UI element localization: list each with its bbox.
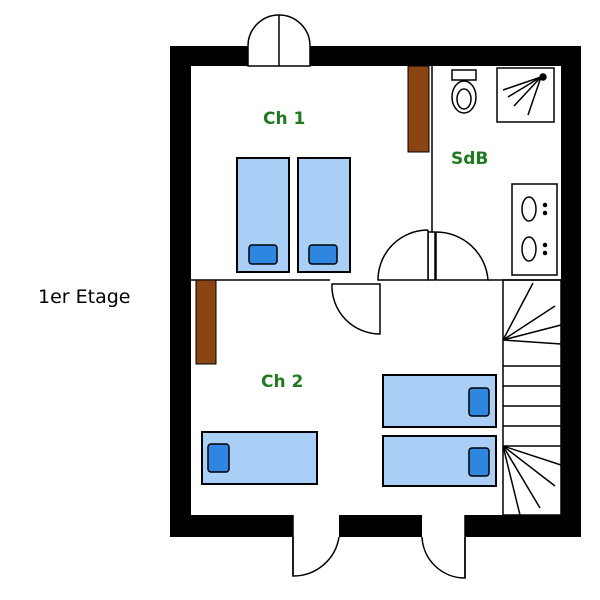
wall-bottom-left [170, 515, 293, 537]
pillow [308, 244, 338, 265]
exterior-door-left [292, 515, 340, 577]
room-label-ch2: Ch 2 [261, 372, 303, 392]
wall-bottom-middle [339, 515, 422, 537]
room-door-ch2 [331, 283, 381, 335]
room-label-sdb: SdB [451, 149, 488, 169]
toilet-icon [451, 69, 477, 114]
bed-ch2-bottom [382, 435, 497, 487]
pillow [468, 387, 490, 417]
wall-bottom-right [465, 515, 581, 537]
wall-right [561, 46, 581, 537]
exterior-door-right [421, 515, 466, 579]
bed-ch2-top [382, 374, 497, 428]
pillow [468, 447, 490, 477]
staircase [502, 279, 562, 516]
bed-ch1-left [236, 157, 290, 273]
wall-top-right [310, 46, 581, 66]
pillow [207, 443, 230, 473]
wall-left [170, 46, 191, 537]
bed-ch2-left [201, 431, 318, 485]
bathroom-door-left [377, 229, 429, 281]
floor-label: 1er Etage [38, 286, 131, 308]
exterior-walls [170, 46, 581, 537]
bathroom-door-right [435, 231, 489, 281]
wardrobe-ch1 [407, 65, 430, 153]
room-label-ch1: Ch 1 [263, 109, 305, 129]
shower-icon [496, 67, 555, 123]
bed-ch1-right [297, 157, 351, 273]
pillow [248, 244, 278, 265]
double-sink-icon [511, 183, 558, 276]
top-window [247, 14, 311, 67]
wardrobe-ch2 [195, 279, 217, 365]
